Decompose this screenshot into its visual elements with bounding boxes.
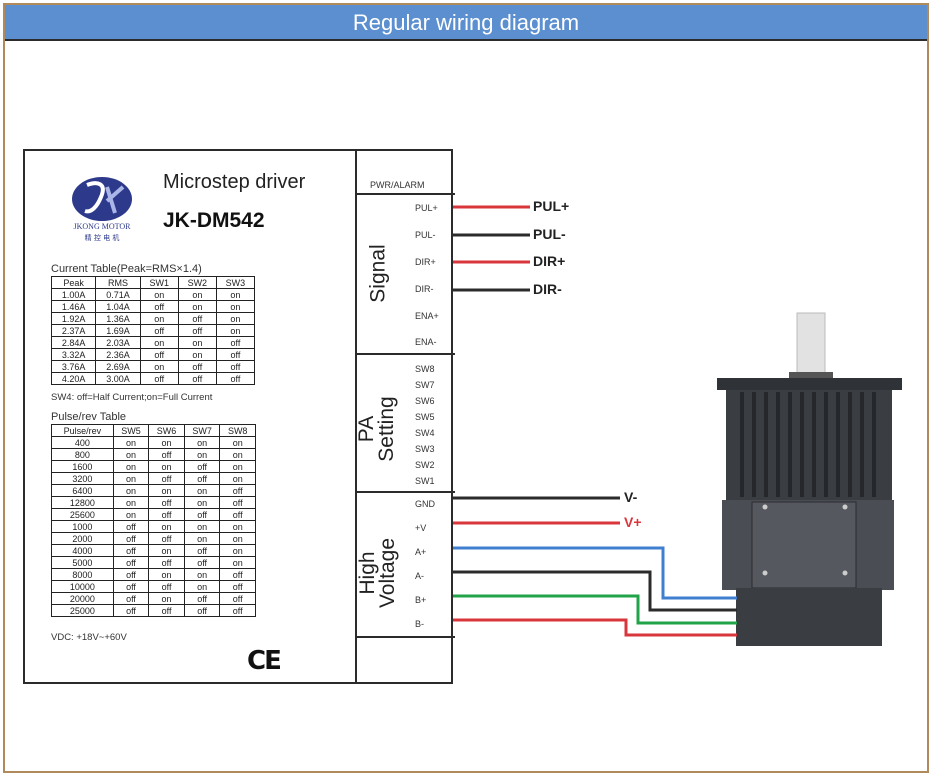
signal-port-label: DIR+ [415,257,436,267]
sw-port-label: SW4 [415,428,435,438]
current-table-title: Current Table(Peak=RMS×1.4) [51,263,202,275]
sw-port-label: SW2 [415,460,435,470]
sw-port-label: SW3 [415,444,435,454]
b-plus-wire [453,594,737,625]
hv-port-label: B- [415,619,424,629]
signal-port-label: DIR- [415,284,434,294]
hv-port-label: GND [415,499,435,509]
ce-mark: CE [247,646,282,676]
separator-pa [355,491,455,493]
a-plus-wire [453,546,737,600]
terminal-divider [355,151,357,682]
table-header-cell: Peak [50,276,97,289]
v-minus-label: V- [624,489,638,505]
table-cell: off [148,604,185,617]
table-cell: 1.36A [95,312,141,325]
svg-text:精 控 电 机: 精 控 电 机 [85,233,120,242]
hv-port-label: A+ [415,547,427,557]
table-cell: off [215,372,256,385]
table-cell: 25000 [51,604,114,617]
driver-type-label: Microstep driver [163,171,306,193]
table-header-cell: Pulse/rev [51,424,114,437]
sw-port-label: SW6 [415,396,435,406]
table-header-cell: SW5 [112,424,150,437]
v-plus-label: V+ [624,514,642,530]
sw-port-label: SW5 [415,412,435,422]
microstep-driver: JKONG MOTOR 精 控 电 机 Microstep driver JK-… [23,149,455,684]
hv-port-label: +V [415,523,427,533]
table-cell: off [219,604,256,617]
separator-top [355,193,455,195]
pulse-table-title: Pulse/rev Table [51,411,127,423]
table-cell: 4.20A [50,372,97,385]
hv-port-label: A- [415,571,424,581]
table-header-cell: SW6 [148,424,185,437]
table-cell: 6400 [51,484,114,497]
driver-model-number: JK-DM542 [163,209,265,232]
hv-port-label: B+ [415,595,427,605]
separator-signal [355,353,455,355]
diagram-title: Regular wiring diagram [5,5,927,41]
pul-plus-label: PUL+ [533,198,570,214]
b-minus-wire [453,618,737,637]
signal-port-label: ENA- [415,337,437,347]
sw-port-label: SW1 [415,476,435,486]
table-header-cell: SW7 [183,424,221,437]
logo-text: JKONG MOTOR [74,222,132,231]
separator-hv [355,636,455,638]
jkong-logo-icon: JKONG MOTOR 精 控 电 机 [72,177,132,242]
sw-port-label: SW7 [415,380,435,390]
dir-minus-label: DIR- [533,281,562,297]
current-table-note: SW4: off=Half Current;on=Full Current [51,392,213,403]
signal-port-label: PUL- [415,230,436,240]
sw-port-label: SW8 [415,364,435,374]
pul-minus-label: PUL- [533,226,566,242]
vdc-note: VDC: +18V~+60V [51,632,127,643]
stepper-motor-icon [717,312,902,646]
table-header-cell: RMS [95,276,141,289]
pwr-alarm-label: PWR/ALARM [370,180,425,190]
dir-plus-label: DIR+ [533,253,566,269]
a-minus-wire [453,570,737,612]
signal-port-label: PUL+ [415,203,438,213]
table-header-cell: SW8 [219,424,256,437]
table-cell: 3.00A [95,372,141,385]
signal-port-label: ENA+ [415,311,439,321]
